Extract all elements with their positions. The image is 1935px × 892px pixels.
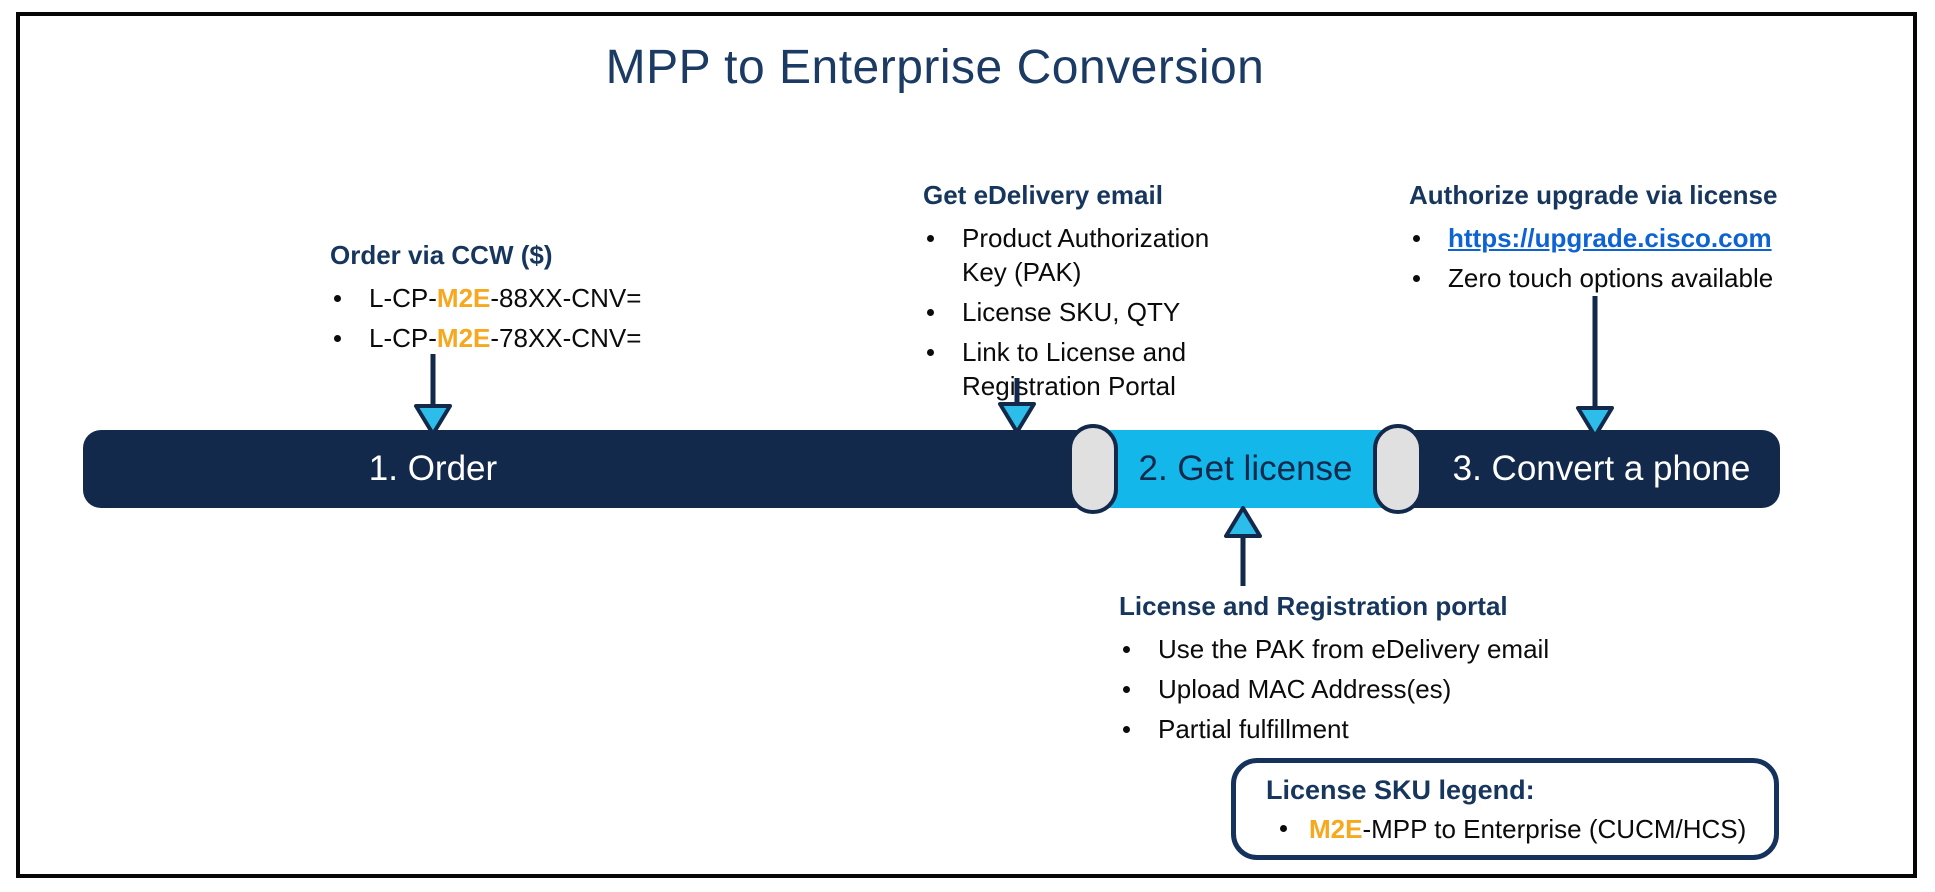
page-title: MPP to Enterprise Conversion	[605, 41, 1265, 94]
sku-text: L-CP-M2E-88XX-CNV=	[369, 281, 641, 315]
bullet-dot	[1123, 686, 1130, 693]
list-item-text: Product Authorization Key (PAK)	[962, 223, 1210, 287]
legend-item: M2E-MPP to Enterprise (CUCM/HCS)	[1266, 812, 1774, 846]
list-item: Partial fulfillment	[1119, 712, 1639, 746]
bullet-dot	[1413, 235, 1420, 242]
bullet-dot	[1123, 646, 1130, 653]
segment-handle-right	[1373, 424, 1423, 514]
list-item-text: Upload MAC Address(es)	[1158, 674, 1452, 704]
arrow-down-order-icon	[414, 354, 452, 436]
portal-annotation-title: License and Registration portal	[1119, 591, 1508, 621]
sku-text: L-CP-M2E-78XX-CNV=	[369, 321, 641, 355]
bullet-dot	[1123, 726, 1130, 733]
list-item-text: Partial fulfillment	[1158, 714, 1349, 744]
sku-suffix: -78XX-CNV=	[490, 323, 642, 353]
authorize-annotation-title: Authorize upgrade via license	[1409, 180, 1778, 210]
sku-prefix: L-CP-	[369, 323, 437, 353]
legend-highlight: M2E	[1309, 814, 1363, 844]
list-item-text: Use the PAK from eDelivery email	[1158, 634, 1550, 664]
list-item-text: License SKU, QTY	[962, 297, 1181, 327]
list-item: Use the PAK from eDelivery email	[1119, 632, 1639, 666]
bullet-dot	[927, 309, 934, 316]
bullet-dot	[334, 295, 341, 302]
list-item-text: Link to License and Registration Portal	[962, 337, 1187, 401]
portal-annotation-block: License and Registration portal Use the …	[1119, 591, 1639, 752]
outer-border	[16, 12, 1917, 878]
arrow-down-edelivery-icon	[998, 378, 1036, 434]
step-1-order-label: 1. Order	[368, 449, 498, 488]
arrow-up-portal-icon	[1224, 506, 1262, 586]
order-annotation-title: Order via CCW ($)	[330, 240, 553, 270]
sku-prefix: L-CP-	[369, 283, 437, 313]
edelivery-annotation-title: Get eDelivery email	[923, 180, 1163, 210]
sku-suffix: -88XX-CNV=	[490, 283, 642, 313]
bullet-dot	[334, 335, 341, 342]
sku-highlight: M2E	[436, 283, 491, 313]
edelivery-annotation-block: Get eDelivery email Product Authorizatio…	[923, 180, 1243, 409]
legend-item-text: M2E-MPP to Enterprise (CUCM/HCS)	[1309, 812, 1746, 846]
legend-title: License SKU legend:	[1266, 775, 1535, 805]
step-2-segment: 2. Get license	[1093, 430, 1398, 508]
list-item: L-CP-M2E-78XX-CNV=	[330, 321, 770, 355]
arrow-down-authorize-icon	[1576, 296, 1614, 438]
list-item-text: Zero touch options available	[1448, 263, 1774, 293]
authorize-annotation-block: Authorize upgrade via license https://up…	[1409, 180, 1869, 301]
order-annotation-block: Order via CCW ($) L-CP-M2E-88XX-CNV= L-C…	[330, 240, 770, 361]
bullet-dot	[927, 349, 934, 356]
list-item: Link to License and Registration Portal	[923, 335, 1243, 403]
timeline-bar	[83, 430, 1780, 508]
upgrade-portal-link[interactable]: https://upgrade.cisco.com	[1448, 223, 1772, 253]
sku-highlight: M2E	[436, 323, 491, 353]
segment-handle-left	[1068, 424, 1118, 514]
list-item-text: https://upgrade.cisco.com	[1448, 221, 1772, 255]
list-item: Upload MAC Address(es)	[1119, 672, 1639, 706]
list-item: https://upgrade.cisco.com	[1409, 221, 1869, 255]
legend-suffix: -MPP to Enterprise (CUCM/HCS)	[1362, 814, 1747, 844]
step-3-convert-label: 3. Convert a phone	[1452, 449, 1751, 488]
license-sku-legend-box: License SKU legend: M2E-MPP to Enterpris…	[1231, 758, 1779, 860]
bullet-dot	[1413, 275, 1420, 282]
step-2-get-license-label: 2. Get license	[1138, 449, 1353, 488]
bullet-dot	[1280, 825, 1287, 832]
list-item: Product Authorization Key (PAK)	[923, 221, 1243, 289]
list-item: License SKU, QTY	[923, 295, 1243, 329]
list-item: Zero touch options available	[1409, 261, 1869, 295]
bullet-dot	[927, 235, 934, 242]
list-item: L-CP-M2E-88XX-CNV=	[330, 281, 770, 315]
